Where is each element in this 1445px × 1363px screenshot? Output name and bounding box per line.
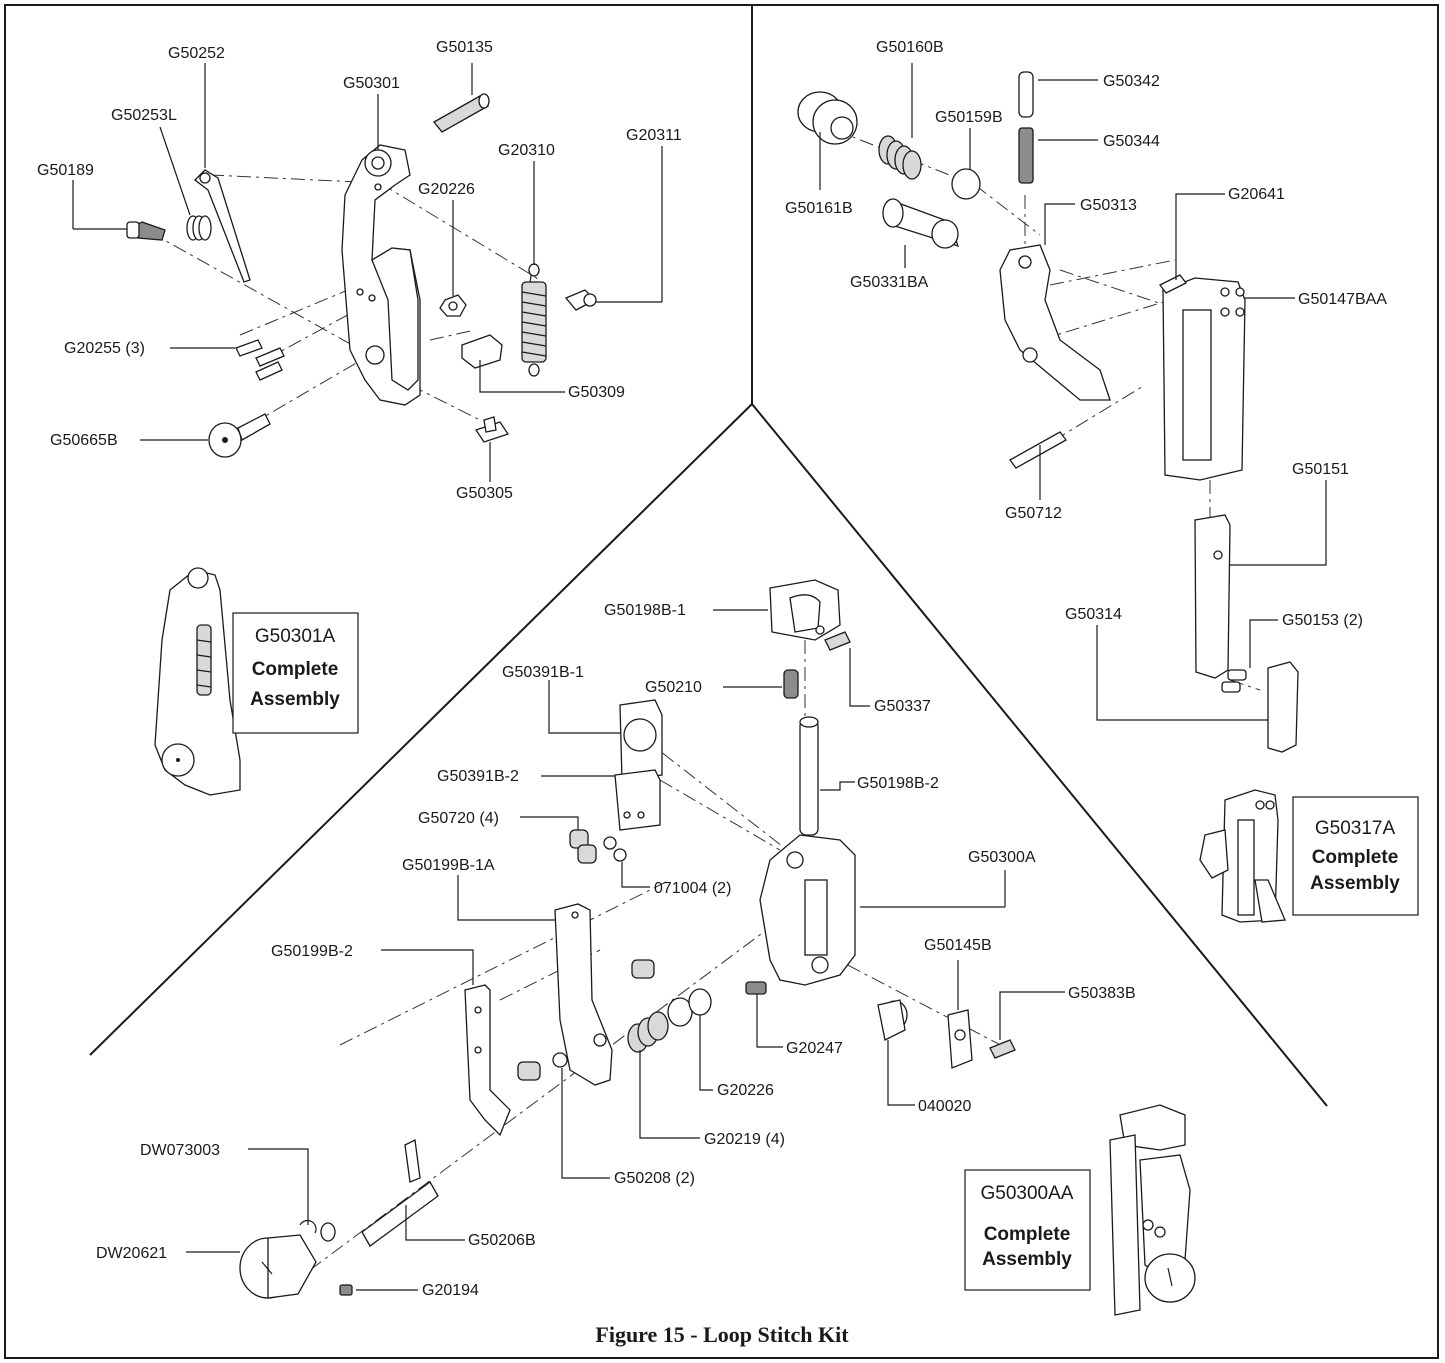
label-g20226-bottom: G20226 bbox=[717, 1082, 774, 1099]
assembly-a-line2: Assembly bbox=[250, 689, 340, 710]
label-g50210: G50210 bbox=[645, 679, 702, 696]
label-g50314: G50314 bbox=[1065, 606, 1122, 623]
label-g50198b2: G50198B-2 bbox=[857, 775, 939, 792]
label-g20194: G20194 bbox=[422, 1282, 479, 1299]
label-g50344: G50344 bbox=[1103, 133, 1160, 150]
label-dw073003: DW073003 bbox=[140, 1142, 220, 1159]
label-g50160b: G50160B bbox=[876, 39, 944, 56]
label-g50313: G50313 bbox=[1080, 197, 1137, 214]
top-left-callouts: G50252 G50135 G50301 G50253L G20310 G203… bbox=[37, 39, 682, 502]
label-g50135: G50135 bbox=[436, 39, 493, 56]
label-g50720: G50720 (4) bbox=[418, 810, 499, 827]
label-g20311: G20311 bbox=[626, 127, 682, 144]
label-g50337: G50337 bbox=[874, 698, 931, 715]
label-g20310: G20310 bbox=[498, 142, 555, 159]
label-g50300a: G50300A bbox=[968, 849, 1036, 866]
label-g50309: G50309 bbox=[568, 384, 625, 401]
assembly-a-number: G50301A bbox=[255, 626, 336, 647]
bottom-callouts: G50198B-1 G50391B-1 G50210 G50337 G50391… bbox=[96, 602, 1136, 1299]
label-g50665b: G50665B bbox=[50, 432, 118, 449]
label-g50199b1a: G50199B-1A bbox=[402, 857, 495, 874]
assembly-c-line1: Complete bbox=[984, 1224, 1071, 1245]
label-g50199b2: G50199B-2 bbox=[271, 943, 353, 960]
label-g50342: G50342 bbox=[1103, 73, 1160, 90]
label-g20219: G20219 (4) bbox=[704, 1131, 785, 1148]
complete-assembly-a-image bbox=[154, 567, 241, 796]
assembly-b-line2: Assembly bbox=[1310, 873, 1400, 894]
label-g50383b: G50383B bbox=[1068, 985, 1136, 1002]
label-g50206b: G50206B bbox=[468, 1232, 536, 1249]
assembly-a-line1: Complete bbox=[252, 659, 339, 680]
label-g50161b: G50161B bbox=[785, 200, 853, 217]
label-g20226-top: G20226 bbox=[418, 181, 475, 198]
bottom-exploded-view bbox=[239, 579, 1016, 1299]
complete-assembly-b-box: G50317A Complete Assembly bbox=[1292, 796, 1419, 916]
top-right-exploded-view bbox=[797, 71, 1299, 753]
assembly-c-number: G50300AA bbox=[981, 1183, 1074, 1204]
label-g50301: G50301 bbox=[343, 75, 400, 92]
complete-assembly-c-box: G50300AA Complete Assembly bbox=[964, 1169, 1091, 1291]
label-g50145b: G50145B bbox=[924, 937, 992, 954]
section-dividers bbox=[89, 6, 1328, 1107]
label-g50153: G50153 (2) bbox=[1282, 612, 1363, 629]
complete-assembly-b-image bbox=[1199, 789, 1286, 923]
top-left-exploded-view bbox=[126, 93, 597, 458]
complete-assembly-c-image bbox=[1109, 1104, 1196, 1316]
label-g50151: G50151 bbox=[1292, 461, 1349, 478]
label-dw20621: DW20621 bbox=[96, 1245, 167, 1262]
label-g50712: G50712 bbox=[1005, 505, 1062, 522]
complete-assembly-a-box: G50301A Complete Assembly bbox=[232, 612, 359, 734]
assembly-c-line2: Assembly bbox=[982, 1249, 1072, 1270]
label-g20641: G20641 bbox=[1228, 186, 1285, 203]
assembly-b-line1: Complete bbox=[1312, 847, 1399, 868]
top-right-callouts: G50160B G50342 G50159B G50344 G50161B G5… bbox=[785, 39, 1387, 721]
label-g20247: G20247 bbox=[786, 1040, 843, 1057]
label-g50331ba: G50331BA bbox=[850, 274, 929, 291]
label-g20255: G20255 (3) bbox=[64, 340, 145, 357]
assembly-b-number: G50317A bbox=[1315, 818, 1396, 839]
figure-frame bbox=[4, 4, 1439, 1359]
figure-caption: Figure 15 - Loop Stitch Kit bbox=[595, 1322, 849, 1347]
label-g50252: G50252 bbox=[168, 45, 225, 62]
label-g50198b1: G50198B-1 bbox=[604, 602, 686, 619]
label-g50147baa: G50147BAA bbox=[1298, 291, 1387, 308]
label-g071004: 071004 (2) bbox=[654, 880, 731, 897]
label-g50208: G50208 (2) bbox=[614, 1170, 695, 1187]
label-g50391b1: G50391B-1 bbox=[502, 664, 584, 681]
label-g040020: 040020 bbox=[918, 1098, 971, 1115]
label-g50159b: G50159B bbox=[935, 109, 1003, 126]
label-g50305: G50305 bbox=[456, 485, 513, 502]
label-g50253l: G50253L bbox=[111, 107, 177, 124]
label-g50189: G50189 bbox=[37, 162, 94, 179]
label-g50391b2: G50391B-2 bbox=[437, 768, 519, 785]
